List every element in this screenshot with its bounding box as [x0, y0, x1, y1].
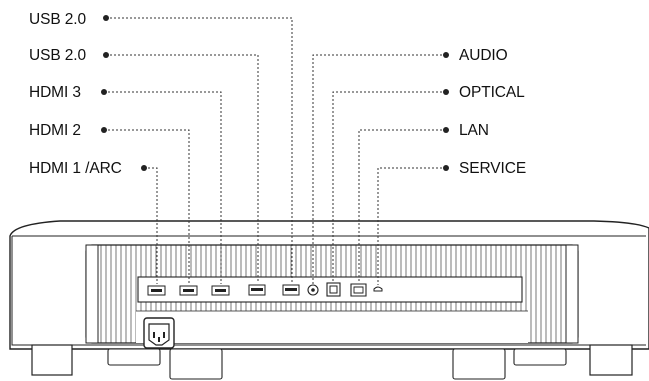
label-audio: AUDIO: [459, 47, 508, 64]
power-bay: [136, 311, 528, 343]
hdmi-port-icon: [147, 285, 166, 296]
foot-left-2: [107, 348, 161, 366]
leader-usb-2-0-upper: [106, 17, 293, 283]
leader-usb-2-0-lower: [106, 54, 259, 283]
foot-right-2: [513, 348, 567, 366]
label-usb-2-0-lower: USB 2.0: [29, 47, 87, 64]
leader-dot-audio: [443, 52, 449, 58]
label-hdmi-1-arc: HDMI 1 /ARC: [29, 160, 122, 177]
leader-lan: [358, 129, 446, 283]
left-side-panel: [85, 244, 99, 344]
hdmi-port-icon: [179, 285, 198, 296]
label-optical: OPTICAL: [459, 84, 525, 101]
leader-dot-hdmi-2: [101, 127, 107, 133]
label-hdmi-3: HDMI 3: [29, 84, 81, 101]
leader-dot-usb-2-0-lower: [103, 52, 109, 58]
body-rim: [11, 236, 646, 346]
power-inlet-icon: [143, 317, 175, 349]
optical-port-icon: [326, 282, 341, 297]
leader-dot-lan: [443, 127, 449, 133]
foot-right-3: [589, 344, 633, 376]
leader-dot-usb-2-0-upper: [103, 15, 109, 21]
label-lan: LAN: [459, 122, 489, 139]
service-port-icon: [373, 286, 383, 292]
foot-left-3: [169, 348, 223, 380]
right-side-panel: [565, 244, 579, 344]
label-usb-2-0-upper: USB 2.0: [29, 11, 87, 28]
leader-dot-hdmi-1-arc: [141, 165, 147, 171]
leader-hdmi-2: [104, 129, 190, 284]
leader-hdmi-3: [104, 91, 222, 284]
leader-service: [377, 167, 446, 285]
leader-dot-service: [443, 165, 449, 171]
usb-port-icon: [248, 284, 266, 296]
label-service: SERVICE: [459, 160, 527, 177]
leader-dot-hdmi-3: [101, 89, 107, 95]
label-hdmi-2: HDMI 2: [29, 122, 81, 139]
lan-port-icon: [350, 283, 367, 297]
audio-jack-icon: [307, 284, 319, 296]
leader-audio: [312, 54, 446, 284]
leader-optical: [332, 91, 446, 282]
foot-left-1: [31, 344, 73, 376]
leader-hdmi-1-arc: [144, 167, 158, 284]
usb-port-icon: [282, 284, 300, 296]
leader-dot-optical: [443, 89, 449, 95]
foot-right-1: [452, 348, 506, 380]
hdmi-port-icon: [211, 285, 230, 296]
